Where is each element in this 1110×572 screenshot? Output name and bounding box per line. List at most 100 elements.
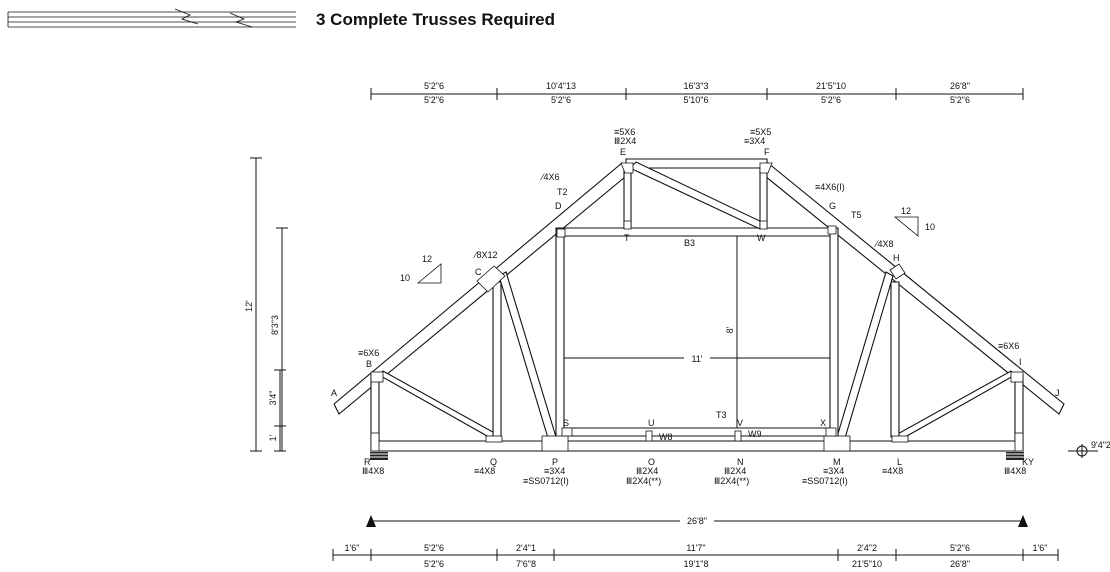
node-j: J — [1055, 388, 1060, 398]
top-dim-5-cumulative: 26'8" — [950, 81, 970, 91]
web-c-p — [498, 271, 557, 439]
bottom-dim-1: 1'6" — [345, 543, 360, 553]
attic-floor-chord — [559, 427, 837, 437]
node-c: C — [475, 267, 482, 277]
node-t: T — [624, 233, 630, 243]
node-f: F — [764, 147, 770, 157]
node-q: Q — [490, 457, 497, 467]
plate-n-lower: Ⅲ2X4(**) — [714, 476, 749, 486]
web-h-l — [890, 281, 900, 438]
node-labels: A B C D E F G H I J R Q P O N M L KY S U… — [331, 147, 1060, 467]
plate-q: ≡4X8 — [474, 466, 495, 476]
interior-dimension-lines — [563, 235, 831, 429]
top-dim-2-cumulative: 10'4"13 — [546, 81, 576, 91]
node-i: I — [1019, 357, 1022, 367]
web-c-q — [492, 281, 502, 438]
node-v: V — [737, 418, 743, 428]
plate-m-lower: ≡SS0712(I) — [802, 476, 848, 486]
bottom-dim-3-cumulative: 7'6"8 — [516, 559, 536, 569]
plate-e-upper: ≡5X6 — [614, 127, 635, 137]
plate-l: ≡4X8 — [882, 466, 903, 476]
pitch-right-rise: 10 — [925, 222, 935, 232]
top-dim-4-cumulative: 21'5"10 — [816, 81, 846, 91]
dim-heel-height: 3'4" — [268, 391, 278, 406]
pitch-left-run: 12 — [422, 254, 432, 264]
member-b3: B3 — [684, 238, 695, 248]
node-b: B — [366, 359, 372, 369]
bearings — [370, 452, 1024, 460]
node-a: A — [331, 388, 337, 398]
node-u: U — [648, 418, 655, 428]
dim-attic-height: 8' — [725, 326, 735, 333]
plate-e-lower: Ⅲ2X4 — [614, 136, 636, 146]
dim-mid-height: 8'3"3 — [270, 315, 280, 335]
plate-p-lower: ≡SS0712(I) — [523, 476, 569, 486]
web-h-m — [836, 271, 894, 439]
node-g: G — [829, 201, 836, 211]
pitch-left-rise: 10 — [400, 273, 410, 283]
top-dimension-lines — [370, 88, 1024, 100]
left-dimension-lines — [250, 157, 288, 452]
node-r: R — [364, 457, 371, 467]
plate-f-upper: ≡5X5 — [750, 127, 771, 137]
attic-left-post — [555, 227, 565, 442]
bottom-dim-5-cumulative: 21'5"10 — [852, 559, 882, 569]
member-t3: T3 — [716, 410, 727, 420]
member-labels: T2 T5 B3 T3 W8 W9 — [557, 187, 862, 442]
member-w8: W8 — [659, 432, 673, 442]
dim-overall-height: 12' — [244, 300, 254, 312]
node-n: N — [737, 457, 744, 467]
member-t5: T5 — [851, 210, 862, 220]
node-w: W — [757, 233, 766, 243]
node-x: X — [820, 418, 826, 428]
node-s: S — [563, 418, 569, 428]
attic-ceiling-chord — [559, 227, 835, 237]
plate-r: Ⅲ4X8 — [362, 466, 384, 476]
node-p: P — [552, 457, 558, 467]
plate-d: ⁄4X6 — [540, 172, 560, 182]
node-d: D — [555, 201, 562, 211]
bearing-marker-icon — [1068, 444, 1098, 458]
top-dim-1-segment: 5'2"6 — [424, 95, 444, 105]
node-e: E — [620, 147, 626, 157]
bottom-chord — [370, 440, 1024, 452]
member-t2: T2 — [557, 187, 568, 197]
plate-f-lower: ≡3X4 — [744, 136, 765, 146]
bottom-dim-4-segment: 11'7" — [686, 543, 705, 553]
web-i-l — [893, 370, 1016, 442]
plate-c: ⁄8X12 — [473, 250, 498, 260]
bottom-dim-3-segment: 2'4"1 — [516, 543, 536, 553]
top-dim-3-cumulative: 16'3"3 — [684, 81, 709, 91]
plate-blocks — [370, 162, 1024, 452]
node-o: O — [648, 457, 655, 467]
post-f-w — [759, 167, 768, 229]
plate-i: ≡6X6 — [998, 341, 1019, 351]
pitch-indicator-left — [416, 263, 442, 284]
bottom-dim-6-segment: 5'2"6 — [950, 543, 970, 553]
web-b-q — [378, 370, 501, 442]
attic-right-post — [829, 227, 839, 442]
pitch-right-run: 12 — [901, 206, 911, 216]
bottom-dim-2-cumulative: 5'2"6 — [424, 559, 444, 569]
node-h: H — [893, 253, 900, 263]
bottom-dim-5-segment: 2'4"2 — [857, 543, 877, 553]
node-k: KY — [1022, 457, 1034, 467]
plate-h: ⁄4X8 — [874, 239, 894, 249]
pitch-indicator-right — [893, 216, 919, 237]
member-w9: W9 — [748, 429, 762, 439]
plate-k: Ⅲ4X8 — [1004, 466, 1026, 476]
node-l: L — [897, 457, 902, 467]
plate-o-upper: Ⅲ2X4 — [636, 466, 658, 476]
top-dim-4-segment: 5'2"6 — [821, 95, 841, 105]
top-flat-chord — [625, 158, 768, 169]
bottom-dim-7: 1'6" — [1033, 543, 1048, 553]
plate-n-upper: Ⅲ2X4 — [724, 466, 746, 476]
bottom-dim-6-cumulative: 26'8" — [950, 559, 970, 569]
bottom-dimension-lines — [332, 549, 1059, 561]
plate-m-upper: ≡3X4 — [823, 466, 844, 476]
top-dim-3-segment: 5'10"6 — [684, 95, 709, 105]
plate-labels: ≡5X6 Ⅲ2X4 ≡5X5 ≡3X4 ⁄4X6 ≡4X6(I) ⁄8X12 ⁄… — [358, 127, 1026, 486]
stacked-lumber-icon — [7, 8, 296, 28]
dim-attic-width: 11' — [691, 354, 702, 364]
